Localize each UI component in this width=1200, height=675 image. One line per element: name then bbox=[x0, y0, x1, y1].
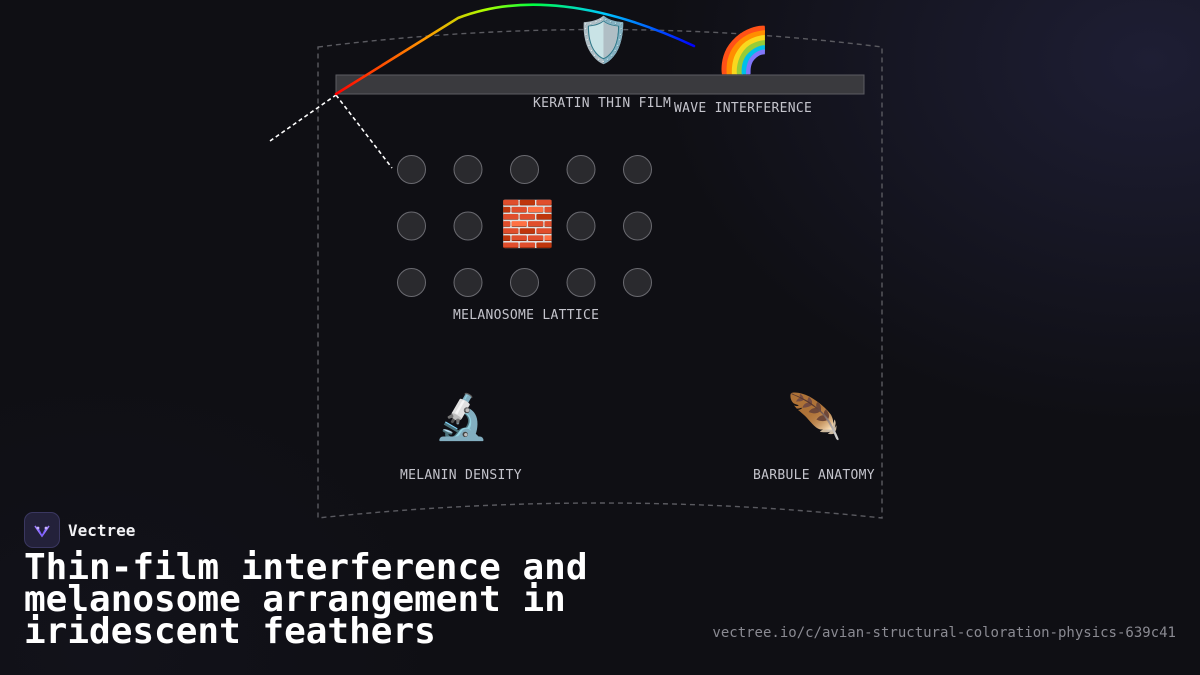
brick-icon: 🧱 bbox=[500, 199, 555, 250]
melanosome-granule bbox=[623, 155, 652, 184]
melanosome-granule bbox=[566, 155, 596, 184]
source-url[interactable]: vectree.io/c/avian-structural-coloration… bbox=[712, 625, 1176, 641]
keratin-film-bar bbox=[335, 74, 865, 95]
melanosome-granule bbox=[566, 268, 596, 297]
label-barbule-anatomy: BARBULE ANATOMY bbox=[753, 468, 875, 483]
melanosome-granule bbox=[453, 211, 483, 241]
refracted-ray bbox=[335, 94, 393, 169]
brand-name: Vectree bbox=[68, 520, 136, 540]
melanosome-granule bbox=[453, 155, 483, 184]
melanosome-granule bbox=[623, 211, 652, 241]
label-keratin-thin-film: KERATIN THIN FILM bbox=[533, 96, 672, 111]
rainbow-icon: 🌈 bbox=[716, 25, 771, 76]
page-title: Thin-film interference and melanosome ar… bbox=[24, 547, 588, 652]
melanosome-granule bbox=[397, 268, 426, 297]
feather-icon: 🪶 bbox=[787, 392, 842, 443]
shield-icon: 🛡️ bbox=[576, 15, 631, 66]
melanosome-granule bbox=[566, 211, 596, 241]
label-wave-interference: WAVE INTERFERENCE bbox=[674, 101, 813, 116]
melanosome-granule bbox=[510, 155, 539, 184]
label-melanin-density: MELANIN DENSITY bbox=[400, 468, 522, 483]
barb-frame-outline bbox=[317, 28, 883, 519]
reflected-spectrum-arc bbox=[334, 3, 696, 96]
incident-ray bbox=[269, 94, 337, 142]
melanosome-granule bbox=[397, 211, 426, 241]
brand: Vectree bbox=[24, 512, 135, 548]
melanosome-granule bbox=[397, 155, 426, 184]
melanosome-granule bbox=[623, 268, 652, 297]
label-melanosome-lattice: MELANOSOME LATTICE bbox=[453, 308, 600, 323]
melanosome-lattice bbox=[397, 155, 652, 297]
microscope-icon: 🔬 bbox=[434, 392, 489, 443]
melanosome-granule bbox=[510, 268, 539, 297]
vectree-logo-icon bbox=[24, 512, 60, 548]
melanosome-granule bbox=[453, 268, 483, 297]
